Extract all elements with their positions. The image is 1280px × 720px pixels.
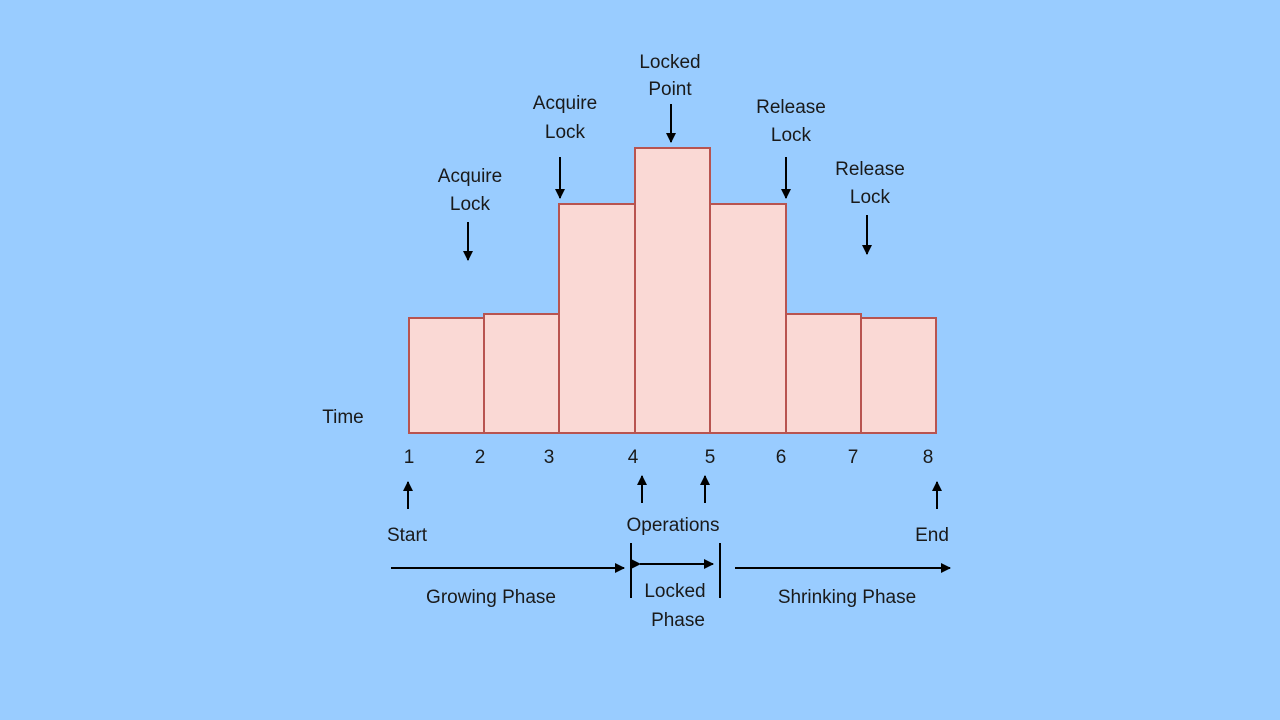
bar-3 bbox=[558, 203, 636, 434]
bar-4 bbox=[634, 147, 711, 434]
tick-label-1: 1 bbox=[404, 447, 415, 468]
bar-6 bbox=[785, 313, 862, 434]
bar-7 bbox=[860, 317, 937, 434]
annotation-line-1: Acquire bbox=[438, 166, 502, 187]
annotation-line-2: Point bbox=[648, 79, 692, 100]
locked-phase-label-line-1: Locked bbox=[644, 581, 705, 602]
annotation-line-2: Lock bbox=[450, 194, 491, 215]
marker-operations: Operations bbox=[627, 475, 720, 536]
growing-phase-label: Growing Phase bbox=[426, 587, 556, 608]
tick-labels: 1 2 3 4 5 6 7 8 bbox=[404, 447, 934, 468]
operations-label: Operations bbox=[627, 515, 720, 536]
annotation-release-lock-1: Release Lock bbox=[756, 97, 826, 199]
annotation-release-lock-2: Release Lock bbox=[835, 159, 905, 255]
tick-label-5: 5 bbox=[705, 447, 716, 468]
marker-end: End bbox=[915, 481, 949, 546]
end-label: End bbox=[915, 525, 949, 546]
annotation-line-1: Locked bbox=[639, 52, 700, 73]
phase-growing: Growing Phase bbox=[391, 563, 625, 608]
marker-start: Start bbox=[387, 481, 428, 546]
tick-label-4: 4 bbox=[628, 447, 639, 468]
bar-1 bbox=[408, 317, 485, 434]
annotation-acquire-lock-1: Acquire Lock bbox=[438, 166, 502, 261]
annotation-locked-point: Locked Point bbox=[639, 52, 701, 143]
annotation-line-1: Release bbox=[835, 159, 905, 180]
tick-label-2: 2 bbox=[475, 447, 486, 468]
start-label: Start bbox=[387, 525, 428, 546]
annotation-line-2: Lock bbox=[850, 187, 891, 208]
locked-phase-label-line-2: Phase bbox=[651, 610, 705, 631]
annotation-line-1: Acquire bbox=[533, 93, 597, 114]
phase-shrinking: Shrinking Phase bbox=[735, 563, 951, 608]
tick-label-8: 8 bbox=[923, 447, 934, 468]
annotation-line-1: Release bbox=[756, 97, 826, 118]
shrinking-phase-label: Shrinking Phase bbox=[778, 587, 916, 608]
phase-locked: Locked Phase bbox=[630, 543, 721, 631]
bar-5 bbox=[709, 203, 787, 434]
annotation-line-2: Lock bbox=[771, 125, 812, 146]
annotation-acquire-lock-2: Acquire Lock bbox=[533, 93, 597, 199]
annotation-line-2: Lock bbox=[545, 122, 586, 143]
tick-label-6: 6 bbox=[776, 447, 787, 468]
tick-label-3: 3 bbox=[544, 447, 555, 468]
tick-label-7: 7 bbox=[848, 447, 859, 468]
axis-label-time: Time bbox=[322, 407, 364, 428]
bars bbox=[408, 147, 937, 434]
bar-2 bbox=[483, 313, 560, 434]
